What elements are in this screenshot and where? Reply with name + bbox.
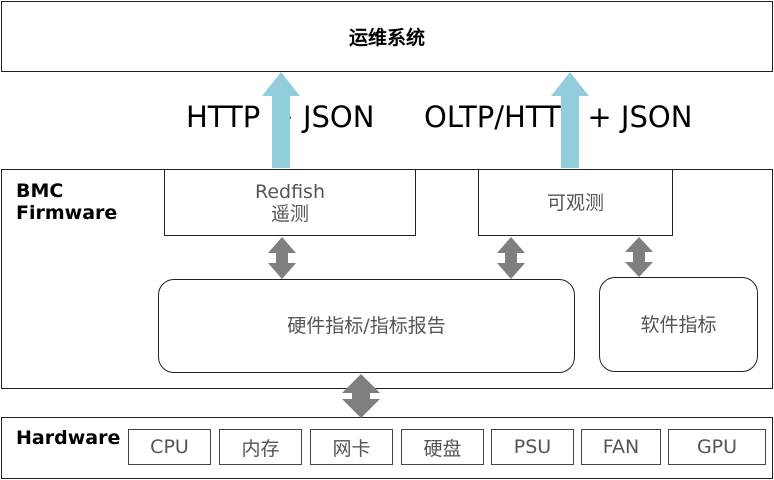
telemetry-label: 遥测 xyxy=(270,202,309,225)
double-arrow-redfish-icon xyxy=(268,237,296,279)
hardware-metrics-label: 硬件指标/指标报告 xyxy=(287,315,446,337)
hw-item-nic: 网卡 xyxy=(310,429,393,465)
hw-item-fan: FAN xyxy=(581,429,661,465)
double-arrow-observability-icon xyxy=(497,237,525,279)
hw-item-psu: PSU xyxy=(491,429,574,465)
redfish-telemetry-box: Redfish 遥测 xyxy=(164,169,416,236)
bmc-firmware-label: BMC Firmware xyxy=(16,180,117,224)
bmc-label-line2: Firmware xyxy=(16,202,118,224)
double-arrow-software-icon xyxy=(625,237,653,277)
double-arrow-hardware-icon xyxy=(342,374,380,418)
observability-box: 可观测 xyxy=(478,169,673,236)
ops-system-box: 运维系统 xyxy=(1,1,773,72)
software-metrics-label: 软件指标 xyxy=(640,313,717,336)
hw-item-memory: 内存 xyxy=(219,429,302,465)
hardware-metrics-box: 硬件指标/指标报告 xyxy=(158,279,575,373)
protocol-right-label: OLTP/HTTP + JSON xyxy=(424,100,693,134)
software-metrics-box: 软件指标 xyxy=(599,277,758,372)
hw-item-gpu: GPU xyxy=(668,429,766,465)
redfish-label: Redfish xyxy=(254,180,325,203)
hw-item-disk: 硬盘 xyxy=(401,429,484,465)
hw-item-cpu: CPU xyxy=(128,429,211,465)
observability-label: 可观测 xyxy=(546,191,604,214)
hardware-label: Hardware xyxy=(16,427,121,449)
up-arrow-right-icon xyxy=(551,72,589,168)
up-arrow-left-icon xyxy=(262,72,300,168)
ops-system-title: 运维系统 xyxy=(348,27,425,49)
bmc-label-line1: BMC xyxy=(16,180,64,202)
